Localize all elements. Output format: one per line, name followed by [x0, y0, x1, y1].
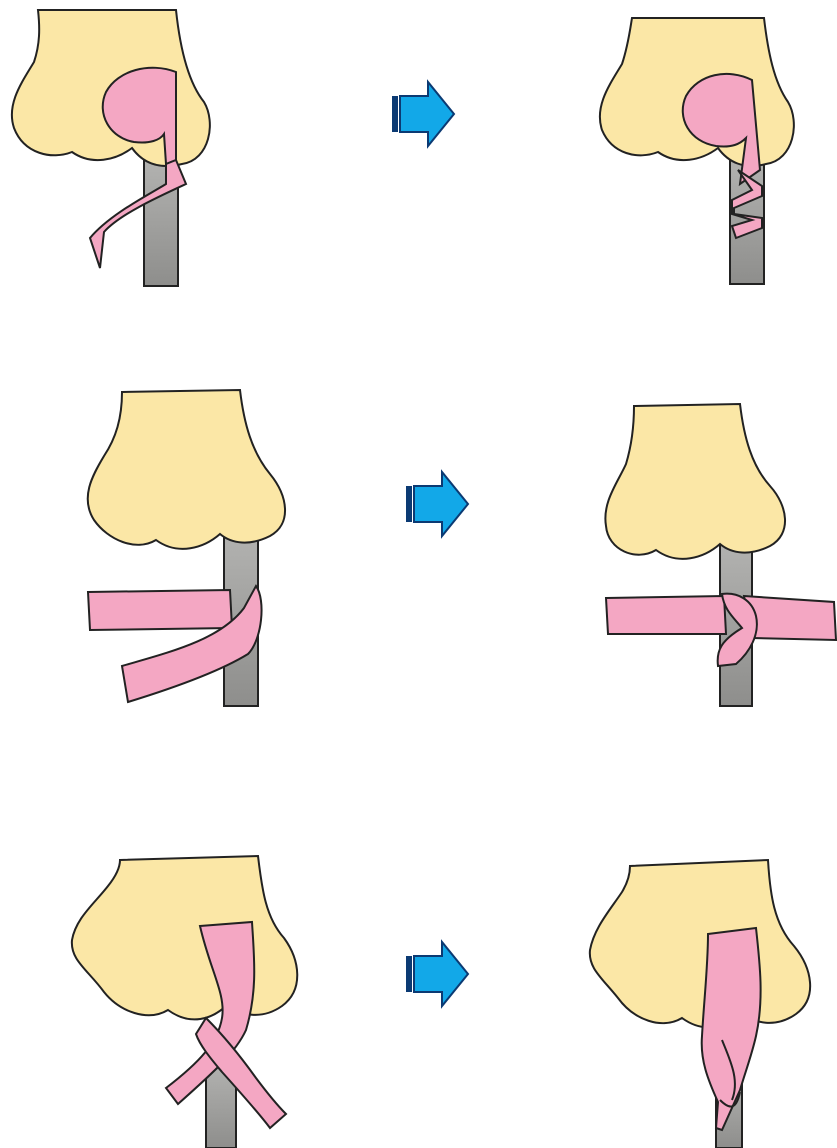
- arrow-row2: [406, 472, 468, 536]
- ribbon-strand-right: [744, 596, 836, 640]
- arrow-row1: [392, 82, 454, 146]
- nose-shape: [590, 860, 810, 1027]
- right-arrow-icon: [414, 472, 468, 536]
- panel-row3-before: [72, 856, 297, 1148]
- ribbon-strand-upper: [88, 590, 232, 630]
- panel-row2-after: [605, 404, 836, 706]
- nose-shape: [72, 856, 297, 1019]
- panel-row1-before: [12, 10, 210, 286]
- ribbon-strand-left: [606, 596, 726, 634]
- panel-row3-after: [590, 860, 810, 1148]
- arrow-row3: [406, 942, 468, 1006]
- nose-shape: [88, 390, 285, 549]
- right-arrow-icon: [400, 82, 454, 146]
- right-arrow-icon: [414, 942, 468, 1006]
- ribbon-twisted-strands: [702, 928, 761, 1130]
- panel-row2-before: [88, 390, 285, 706]
- panel-row1-after: [600, 18, 794, 284]
- ribbon-loop: [683, 74, 760, 184]
- nose-shape: [605, 404, 785, 559]
